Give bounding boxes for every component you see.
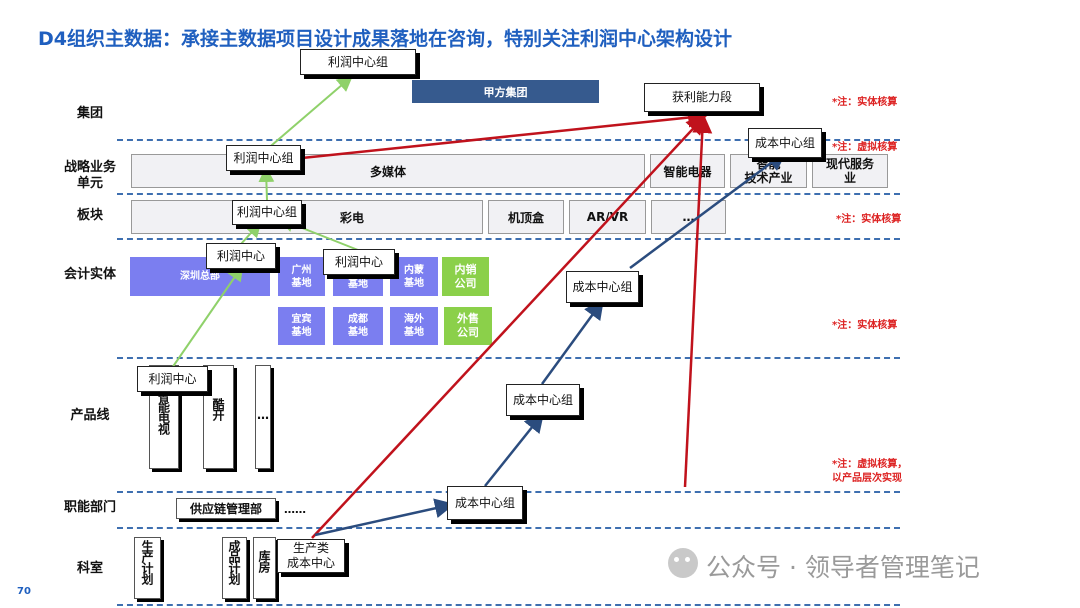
entity-chengdu-base: 成都 基地 xyxy=(333,307,383,345)
arrow-entity-to-sbu-cost xyxy=(629,151,788,270)
productline-more-label: … xyxy=(256,408,270,421)
section-finished-plan: 成品计划 xyxy=(222,537,247,599)
callout-cost-center-group-productline: 成本中心组 xyxy=(506,384,580,416)
note-virtual-accounting: *注：虚拟核算 xyxy=(832,142,898,153)
section-warehouse: 库房 xyxy=(253,537,276,599)
party-a-group-bar: 甲方集团 xyxy=(412,80,599,103)
productline-kaikai: 酷开 xyxy=(203,365,234,469)
page-number: 70 xyxy=(17,586,31,597)
row-label-section: 科室 xyxy=(76,561,103,576)
arrow-func-to-pl-cost xyxy=(484,412,545,487)
wechat-icon xyxy=(668,548,698,578)
row-label-sbu: 战略业务 单元 xyxy=(63,160,116,191)
entity-yibin-base: 宜宾 基地 xyxy=(278,307,325,345)
entity-domestic-sales-company: 内销 公司 xyxy=(442,257,489,296)
entity-guangzhou-base: 广州 基地 xyxy=(278,257,325,296)
arrow-sector-to-sbu xyxy=(258,166,275,201)
sector-stb-box: 机顶盒 xyxy=(488,200,564,234)
productline-kaikai-label: 酷开 xyxy=(211,398,225,420)
callout-profitability-segment: 获利能力段 xyxy=(644,83,760,112)
note-entity-accounting: *注：实体核算 xyxy=(836,214,902,225)
section-warehouse-label: 库房 xyxy=(257,550,271,572)
arrow-section-to-profitability xyxy=(311,114,707,539)
function-supply-chain-dept: 供应链管理部 xyxy=(176,498,276,519)
row-divider xyxy=(117,357,900,359)
watermark-text: 公众号 · 领导者管理笔记 xyxy=(706,553,980,582)
callout-profit-center-group-sbu: 利润中心组 xyxy=(226,145,301,171)
sbu-modern-service-box: 现代服务 业 xyxy=(812,154,888,188)
arrow-note-to-profitability xyxy=(683,113,713,488)
wechat-icon-eye xyxy=(674,557,679,562)
arrow-profit-group-to-top xyxy=(264,75,354,152)
sbu-multimedia-box: 多媒体 xyxy=(131,154,645,188)
row-label-entity: 会计实体 xyxy=(63,267,116,282)
callout-cost-center-group-function: 成本中心组 xyxy=(447,486,523,520)
sector-tv-label: 彩电 xyxy=(339,210,364,225)
callout-profit-center-group-top: 利润中心组 xyxy=(300,49,416,75)
row-label-productline: 产品线 xyxy=(70,408,110,423)
entity-base-label: 基地 xyxy=(348,279,368,290)
callout-profit-center-entity-a: 利润中心 xyxy=(206,243,276,269)
arrow-pl-to-entity-cost xyxy=(540,298,604,385)
arrow-pl-to-pc-a xyxy=(171,264,244,369)
section-production-plan-label: 生产计划 xyxy=(140,540,154,584)
sector-arvr-box: AR/VR xyxy=(569,200,646,234)
sector-tv-box: 彩电 xyxy=(131,200,483,234)
sbu-smart-appliance-box: 智能电器 xyxy=(650,154,725,188)
callout-profit-center-productline: 利润中心 xyxy=(137,366,208,392)
note-entity-accounting: *注：实体核算 xyxy=(832,320,898,331)
arrow-sbu-to-profitability xyxy=(301,107,708,160)
row-label-function: 职能部门 xyxy=(63,500,116,515)
row-divider xyxy=(117,527,900,529)
row-divider xyxy=(117,604,900,606)
note-virtual-accounting-product: *注：虚拟核算， 以产品层次实现 xyxy=(832,459,908,484)
function-more: …… xyxy=(284,503,306,516)
row-divider xyxy=(117,238,900,240)
arrow-section-to-func-cost xyxy=(314,498,455,537)
row-label-group: 集团 xyxy=(76,106,103,121)
entity-overseas-base: 海外 基地 xyxy=(390,307,438,345)
entity-export-company: 外售 公司 xyxy=(444,307,492,345)
row-divider xyxy=(117,139,900,141)
callout-cost-center-group-sbu: 成本中心组 xyxy=(748,128,822,158)
productline-smart-tv-label: 智能电视 xyxy=(156,390,171,434)
productline-more: … xyxy=(255,365,271,469)
section-production-plan: 生产计划 xyxy=(134,537,161,599)
note-entity-accounting: *注：实体核算 xyxy=(832,97,898,108)
callout-production-cost-center: 生产类 成本中心 xyxy=(277,539,345,573)
page-title: D4组织主数据：承接主数据项目设计成果落地在咨询，特别关注利润中心架构设计 xyxy=(38,28,732,50)
callout-cost-center-group-entity: 成本中心组 xyxy=(566,271,639,303)
arrow-pc-b-to-sector xyxy=(278,216,359,251)
callout-profit-center-group-sector: 利润中心组 xyxy=(232,200,302,225)
section-finished-plan-label: 成品计划 xyxy=(227,540,241,584)
wechat-icon-eye xyxy=(685,557,690,562)
callout-profit-center-entity-b: 利润中心 xyxy=(323,249,395,275)
entity-neimeng-base: 内蒙 基地 xyxy=(390,257,438,296)
row-label-sector: 板块 xyxy=(76,208,103,223)
arrow-pc-a-to-sector xyxy=(240,221,262,245)
row-divider xyxy=(117,193,900,195)
